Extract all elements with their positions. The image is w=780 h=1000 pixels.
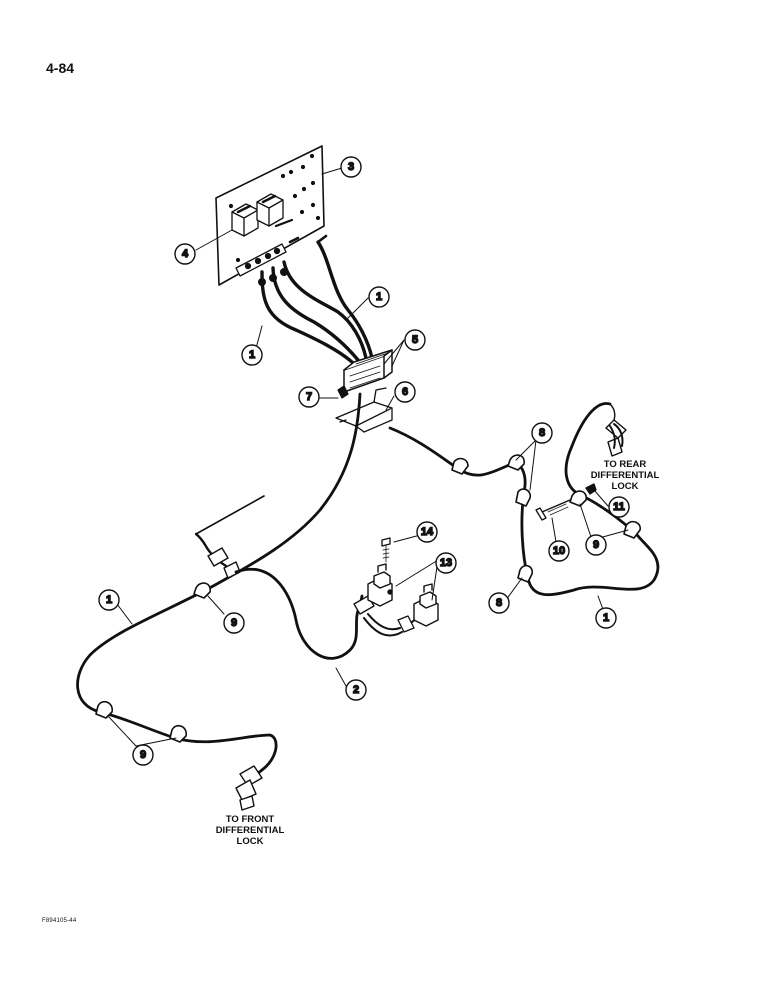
svg-text:LOCK: LOCK [237,836,264,847]
svg-text:14: 14 [421,526,434,538]
svg-text:1: 1 [603,612,609,624]
callout-6: 6 [394,381,416,403]
svg-text:11: 11 [613,501,625,513]
switch-harness [234,567,425,660]
terminal-strip [235,218,300,277]
svg-text:5: 5 [412,334,418,346]
callout-9: 9 [585,534,607,556]
callout-8: 8 [488,592,510,614]
callout-9: 9 [223,612,245,634]
svg-text:8: 8 [539,427,545,439]
screw [381,537,391,563]
svg-text:6: 6 [402,386,408,398]
svg-text:3: 3 [348,161,354,173]
svg-text:7: 7 [306,391,312,403]
svg-text:LOCK: LOCK [612,481,639,492]
svg-text:TO REAR: TO REAR [604,459,647,470]
callout-7: 7 [298,386,320,408]
cable-tie [194,495,265,579]
callout-3: 3 [340,156,362,178]
lock-switch [367,563,439,627]
callout-4: 4 [174,243,196,265]
callout-8: 8 [531,422,553,444]
svg-text:TO FRONT: TO FRONT [226,814,275,825]
figure-id: F894105-44 [42,918,77,924]
callout-14: 14 [416,521,438,543]
relay-pair [231,193,284,237]
svg-text:8: 8 [496,597,502,609]
svg-text:13: 13 [440,557,452,569]
connector-block [343,349,393,393]
callout-10: 10 [548,540,570,562]
svg-text:1: 1 [106,594,112,606]
front-plug [235,765,263,811]
bracket-assembly [335,385,393,433]
callout-1: 1 [98,589,120,611]
svg-text:1: 1 [376,291,382,303]
svg-text:DIFFERENTIAL: DIFFERENTIAL [591,470,660,481]
callout-9: 9 [132,744,154,766]
svg-text:10: 10 [553,545,565,557]
rear-plug [605,403,627,457]
svg-text:9: 9 [231,617,237,629]
svg-text:4: 4 [182,248,189,260]
harness-rear [388,402,660,597]
svg-text:1: 1 [249,349,255,361]
callout-1: 1 [595,607,617,629]
svg-text:9: 9 [140,749,146,761]
svg-text:2: 2 [353,684,359,696]
callout-1: 1 [368,286,390,308]
callout-1: 1 [241,344,263,366]
callout-5: 5 [404,329,426,351]
callout-13: 13 [435,552,457,574]
clamp [95,454,641,743]
bolt-and-nut [535,483,597,521]
front-lock-note: TO FRONT DIFFERENTIAL LOCK [216,814,285,847]
svg-text:DIFFERENTIAL: DIFFERENTIAL [216,825,285,836]
harness-upper [258,234,374,364]
callout-2: 2 [345,679,367,701]
rear-lock-note: TO REAR DIFFERENTIAL LOCK [591,459,660,492]
svg-text:9: 9 [593,539,599,551]
callout-11: 11 [608,496,630,518]
harness-main-front [76,392,362,796]
page-number: 4-84 [46,60,75,76]
